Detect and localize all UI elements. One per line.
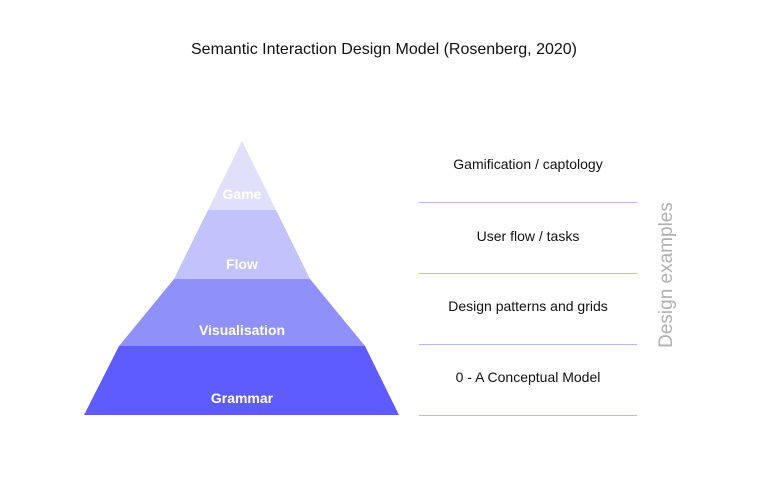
side-label: Design examples — [656, 202, 677, 348]
pyramid-level-visualisation — [119, 279, 365, 346]
level-label-grammar: Grammar — [210, 390, 274, 406]
divider — [419, 415, 637, 416]
diagram-title: Semantic Interaction Design Model (Rosen… — [191, 41, 577, 58]
divider — [419, 202, 637, 203]
level-label-game: Game — [222, 186, 262, 202]
level-label-visualisation: Visualisation — [198, 322, 286, 338]
example-game: Gamification / captology — [453, 156, 603, 172]
example-flow: User flow / tasks — [476, 228, 580, 244]
level-label-flow: Flow — [226, 256, 258, 272]
divider — [419, 273, 637, 274]
example-grammar: 0 - A Conceptual Model — [455, 369, 601, 385]
pyramid-level-grammar — [84, 346, 399, 415]
pyramid-level-flow — [174, 210, 310, 279]
divider — [419, 344, 637, 345]
example-visualisation: Design patterns and grids — [448, 298, 608, 314]
pyramid-level-game — [208, 141, 276, 210]
